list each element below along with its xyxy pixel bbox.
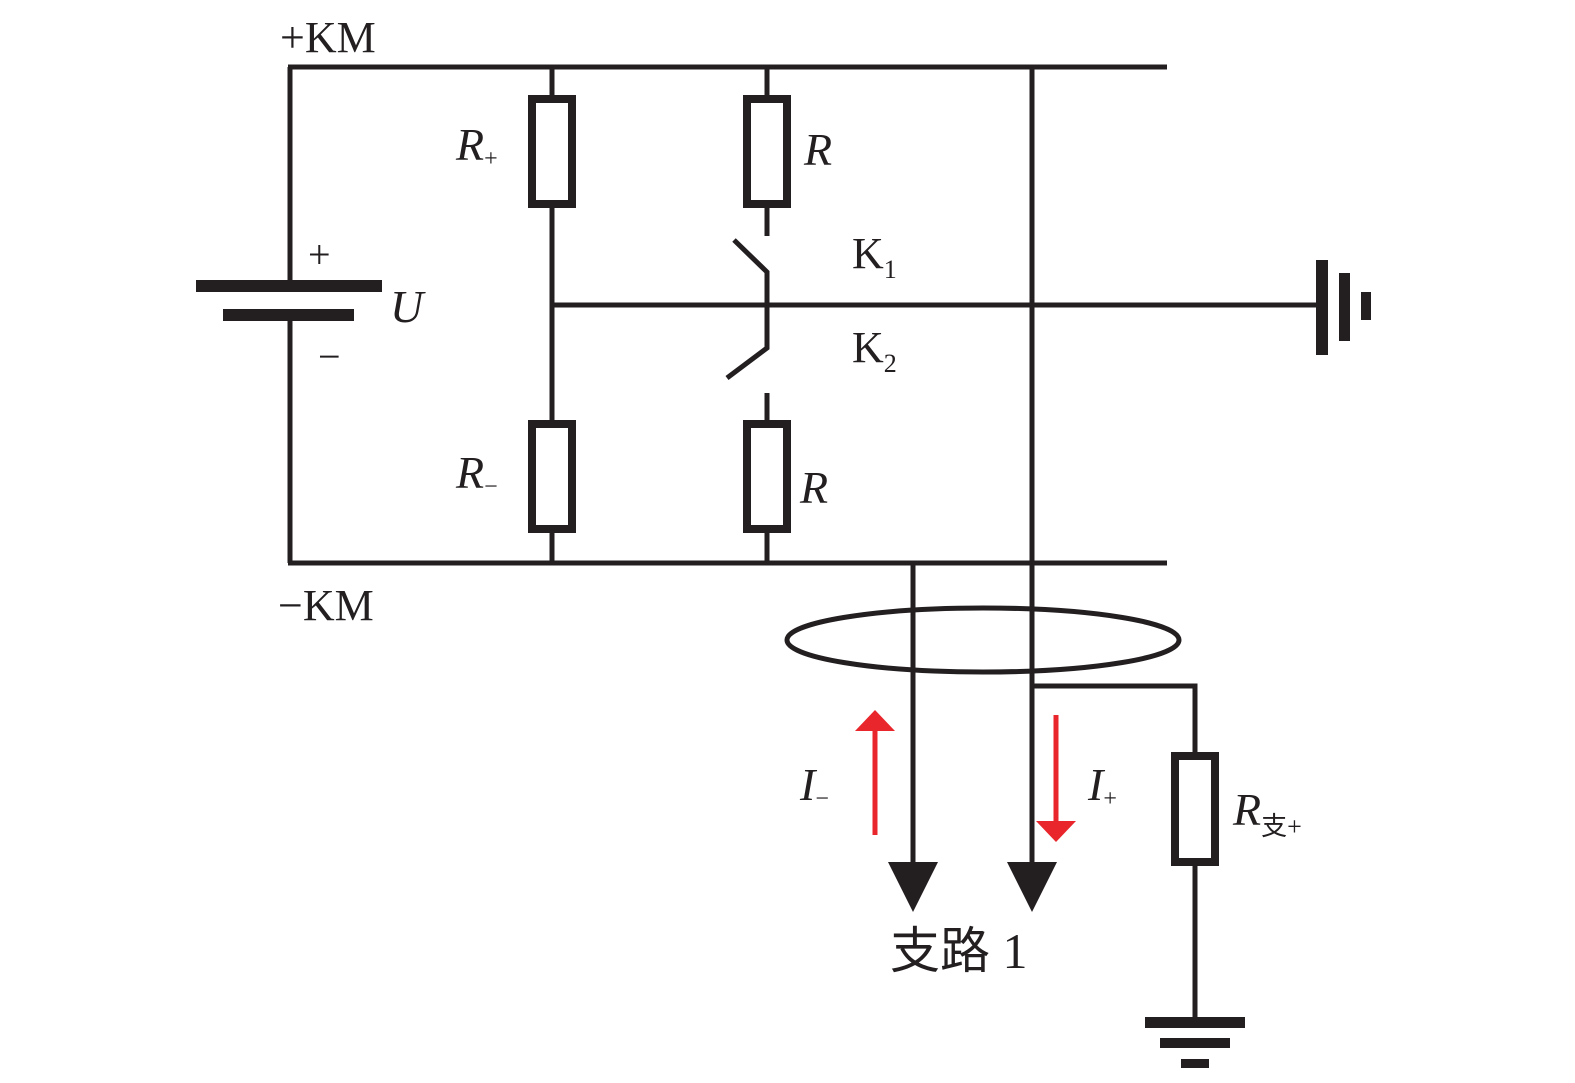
label-r-branch: R支+: [1232, 784, 1302, 841]
plus-branch-arrowhead: [1007, 862, 1057, 912]
label-r-bottom: R: [799, 462, 828, 513]
chassis-ground-symbol: [1316, 260, 1371, 355]
resistor-r-minus: [528, 420, 576, 533]
label-k1: K1: [852, 229, 897, 284]
label-k2: K2: [852, 323, 897, 378]
battery: [196, 67, 382, 563]
resistor-r-bottom: [743, 420, 791, 533]
resistor-r-top: [743, 95, 791, 208]
current-arrow-i-minus: [855, 710, 895, 835]
label-branch-1: 支路 1: [890, 923, 1028, 979]
switch-k2: [725, 305, 770, 380]
label-battery-u: U: [390, 281, 426, 332]
label-battery-minus: −: [318, 334, 341, 379]
branch-resistor: [1032, 683, 1219, 1020]
switch-branch: [725, 67, 791, 563]
label-i-minus: I−: [799, 759, 829, 812]
label-i-plus: I+: [1087, 759, 1117, 812]
label-r-top: R: [803, 124, 832, 175]
earth-ground-symbol: [1145, 1017, 1245, 1068]
label-r-minus: R−: [455, 447, 498, 500]
resistor-r-plus: [528, 95, 576, 208]
current-sensor-ring: [784, 605, 1182, 675]
label-plus-km: +KM: [280, 13, 376, 62]
label-r-plus: R+: [455, 119, 498, 172]
resistor-r-branch: [1171, 752, 1219, 866]
current-arrow-i-plus: [1036, 715, 1076, 842]
switch-k1: [732, 238, 770, 305]
minus-branch-arrowhead: [888, 862, 938, 912]
label-battery-plus: +: [308, 232, 331, 277]
r-plus-minus-branch: [528, 67, 576, 563]
label-minus-km: −KM: [278, 581, 374, 630]
